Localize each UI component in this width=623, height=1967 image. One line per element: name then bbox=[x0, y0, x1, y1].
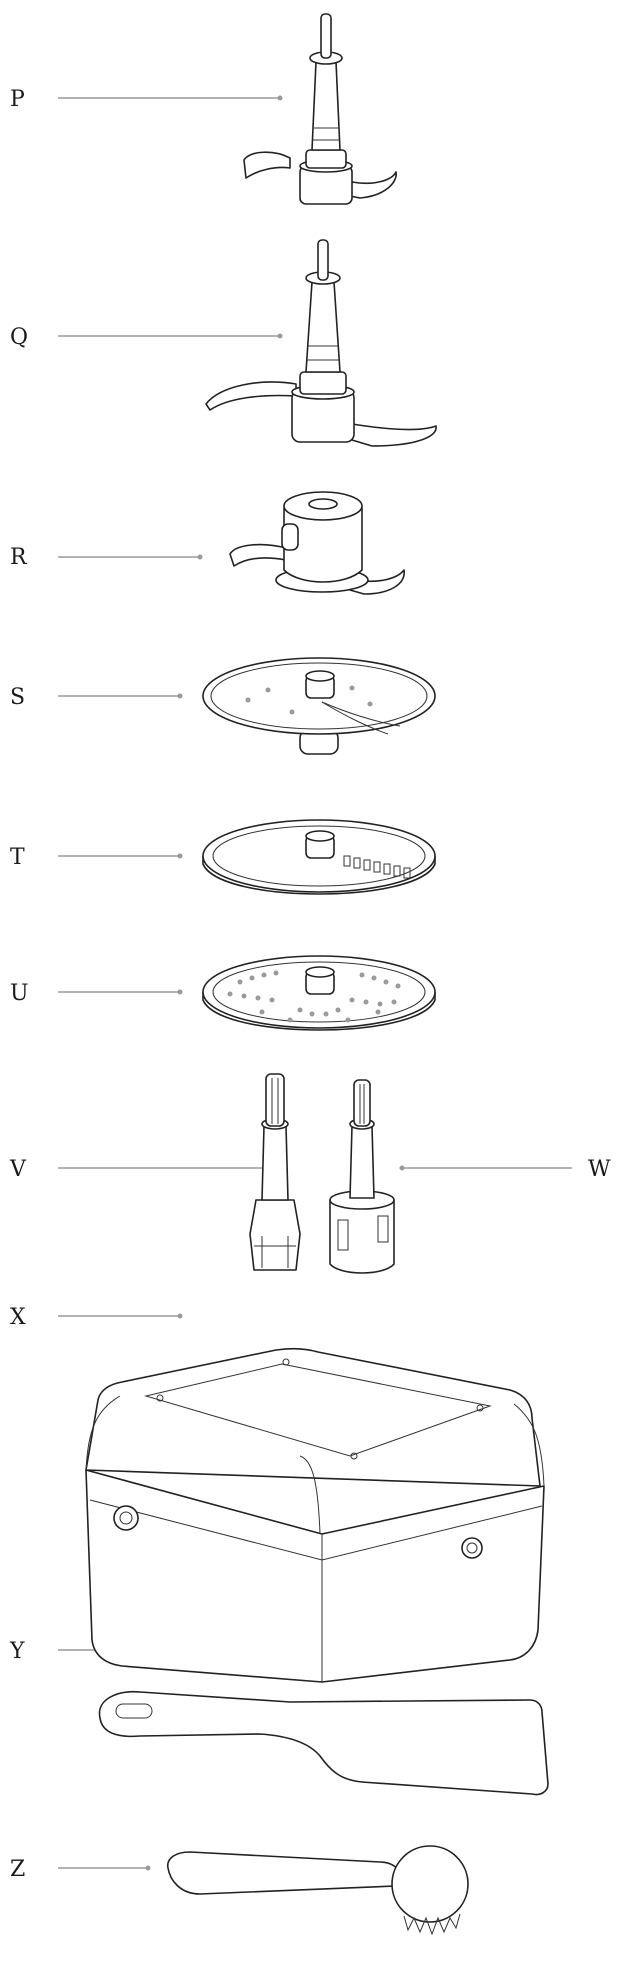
storage-box-x bbox=[85, 1347, 545, 1683]
label-v: V bbox=[10, 1157, 26, 1182]
label-r: R bbox=[10, 545, 27, 570]
label-x: X bbox=[10, 1305, 26, 1330]
label-y: Y bbox=[10, 1639, 25, 1664]
label-p: P bbox=[10, 87, 25, 112]
grating-disc-u bbox=[202, 955, 436, 1031]
label-t: T bbox=[10, 845, 25, 870]
cleaning-brush-z bbox=[166, 1845, 469, 1936]
disc-stem-w bbox=[329, 1079, 395, 1274]
label-w: W bbox=[588, 1157, 611, 1182]
small-blade-p bbox=[243, 13, 397, 205]
label-s: S bbox=[10, 685, 26, 710]
label-u: U bbox=[10, 981, 29, 1006]
dough-blade-r bbox=[229, 491, 405, 595]
label-q: Q bbox=[10, 325, 29, 350]
leader-lines bbox=[58, 95, 572, 1871]
slicing-disc-s bbox=[202, 657, 436, 755]
stem-adapter-v bbox=[249, 1073, 301, 1271]
label-z: Z bbox=[10, 1857, 26, 1882]
spatula-y bbox=[98, 1690, 549, 1796]
shredding-disc-t bbox=[202, 819, 436, 895]
large-blade-q bbox=[205, 239, 437, 447]
